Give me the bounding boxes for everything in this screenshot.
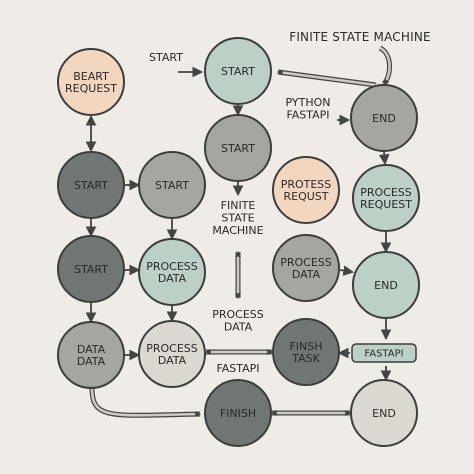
node-label: END — [372, 407, 396, 420]
node-label: DATA — [77, 343, 106, 356]
arrow-end-top-to-start-top — [276, 69, 377, 88]
node-label: END — [372, 112, 396, 125]
free-label-line: PYTHON — [286, 96, 331, 109]
node-label: START — [155, 179, 189, 192]
node-start-mid: START — [204, 114, 272, 182]
diagram-header: FINITE STATE MACHINE — [289, 30, 431, 44]
node-end-top: END — [350, 84, 418, 152]
node-label: PROCESS — [146, 260, 198, 273]
node-label: DATA — [292, 268, 321, 281]
tag-fastapi: FASTAPI — [351, 343, 417, 363]
free-label-line: PROCESS — [212, 308, 264, 321]
free-label-line: FINITE — [221, 199, 256, 212]
node-label: START — [74, 179, 108, 192]
node-label: FINSH — [289, 340, 322, 353]
node-label: START — [221, 65, 255, 78]
node-start-top: START — [204, 37, 272, 105]
node-label: REQUEST — [65, 82, 117, 95]
node-label: DATA — [158, 354, 187, 367]
node-end-bottom: END — [350, 379, 418, 447]
node-finish: FINISH — [204, 379, 272, 447]
arrow-header-to-end-top — [378, 45, 392, 86]
node-end-mid: END — [352, 251, 420, 319]
node-label: PROCESS — [360, 186, 412, 199]
node-label: END — [374, 279, 398, 292]
tag-label: FASTAPI — [364, 349, 403, 360]
arrow-end-top-to-process-request — [378, 151, 390, 166]
free-label-line: START — [149, 51, 183, 64]
node-label: PROCESS — [280, 256, 332, 269]
arrow-data-to-finish — [89, 387, 202, 418]
node-label: PROTESS — [281, 178, 332, 191]
free-label-line: MACHINE — [212, 224, 263, 237]
arrow-process-data-2-to-end-mid — [339, 265, 355, 276]
node-label: REQUEST — [360, 198, 412, 211]
free-label-line: FASTAPI — [216, 362, 259, 375]
node-start-second: START — [138, 151, 206, 219]
label-start: START — [149, 51, 183, 64]
node-label: START — [221, 142, 255, 155]
node-label: START — [74, 263, 108, 276]
node-start-row3: START — [57, 235, 125, 303]
node-start-left: START — [57, 151, 125, 219]
free-label-line: DATA — [224, 321, 253, 334]
free-label-line: FASTAPI — [286, 109, 329, 122]
node-label: BEART — [73, 70, 109, 83]
node-label: TASK — [291, 352, 320, 365]
node-label: REQUST — [283, 190, 328, 203]
node-label: FINISH — [220, 407, 256, 420]
node-label: PROCESS — [146, 342, 198, 355]
label-fastapi: FASTAPI — [216, 362, 259, 375]
node-label: DATA — [158, 272, 187, 285]
node-label: DATA — [77, 355, 106, 368]
free-label-line: STATE — [221, 212, 254, 225]
